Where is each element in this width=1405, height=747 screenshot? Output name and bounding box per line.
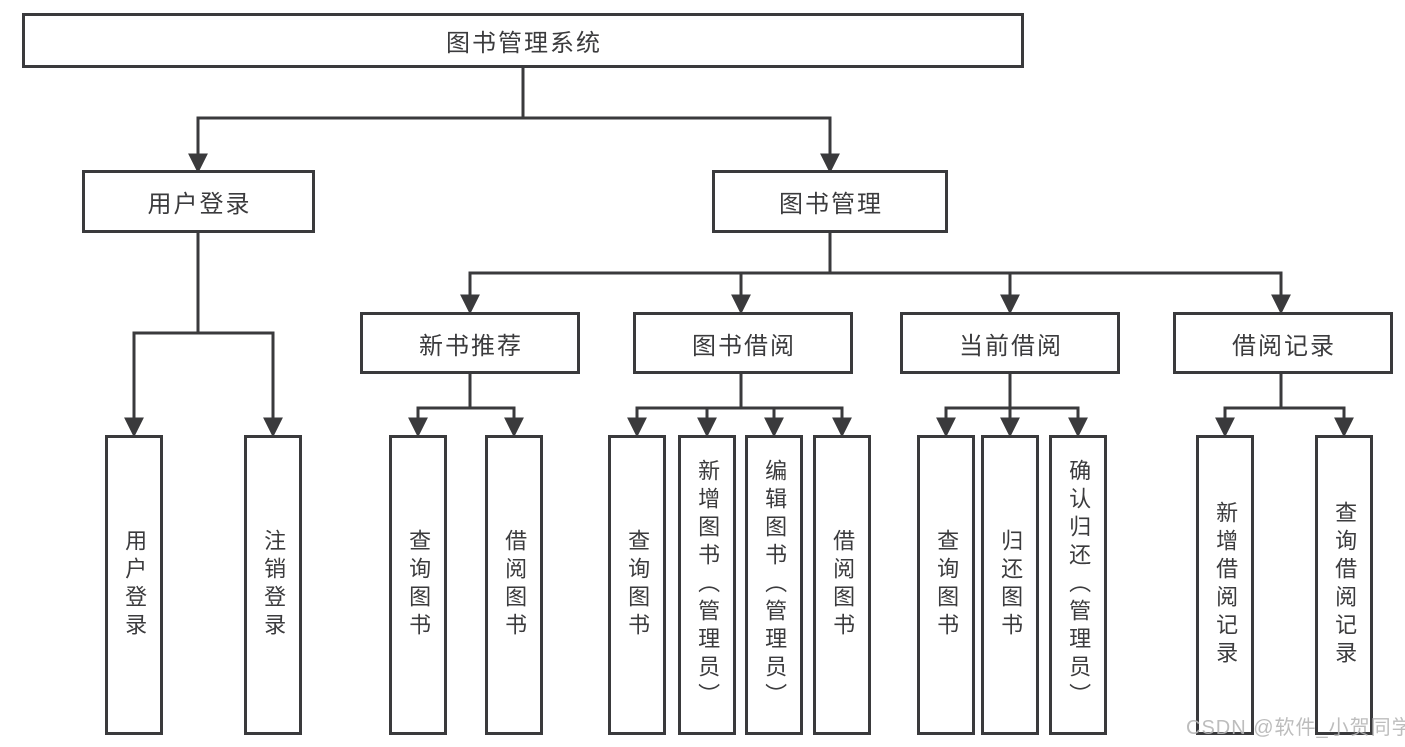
node-label: 借阅图书 (830, 529, 856, 641)
node-record-query-borrow-record: 查询借阅记录 (1315, 435, 1373, 735)
node-label: 确认归还（管理员） (1066, 459, 1092, 711)
node-label: 注销登录 (261, 529, 287, 641)
node-label: 编辑图书（管理员） (762, 459, 788, 711)
node-borrow-query-book: 查询图书 (608, 435, 666, 735)
node-label: 借阅图书 (502, 529, 528, 641)
node-label: 当前借阅 (959, 332, 1063, 360)
node-recommend-borrow-book: 借阅图书 (485, 435, 543, 735)
node-record-add-borrow-record: 新增借阅记录 (1196, 435, 1254, 735)
node-user-login: 用户登录 (82, 170, 315, 233)
node-borrow-add-book-admin: 新增图书（管理员） (678, 435, 736, 735)
node-borrow-edit-book-admin: 编辑图书（管理员） (745, 435, 803, 735)
csdn-watermark: CSDN @软件_小贺同学 (1186, 717, 1405, 739)
node-book-management: 图书管理 (712, 170, 948, 233)
node-logout-action: 注销登录 (244, 435, 302, 735)
node-label: 查询图书 (625, 529, 651, 641)
node-book-borrowing: 图书借阅 (633, 312, 853, 374)
node-label: 查询借阅记录 (1332, 501, 1358, 669)
node-recommend-query-book: 查询图书 (389, 435, 447, 735)
node-borrow-borrow-book: 借阅图书 (813, 435, 871, 735)
node-current-confirm-return-admin: 确认归还（管理员） (1049, 435, 1107, 735)
node-label: 图书管理 (779, 191, 883, 218)
node-label: 图书借阅 (692, 332, 796, 360)
node-label: 查询图书 (406, 529, 432, 641)
node-label: 用户登录 (147, 191, 252, 218)
node-label: 归还图书 (998, 529, 1024, 641)
node-label: 用户登录 (122, 529, 148, 641)
node-current-return-book: 归还图书 (981, 435, 1039, 735)
node-current-query-book: 查询图书 (917, 435, 975, 735)
node-label: 新增图书（管理员） (695, 459, 721, 711)
node-borrowing-records: 借阅记录 (1173, 312, 1393, 374)
node-new-book-recommend: 新书推荐 (360, 312, 580, 374)
node-user-login-action: 用户登录 (105, 435, 163, 735)
node-label: 新书推荐 (419, 332, 523, 360)
node-root-library-system: 图书管理系统 (22, 13, 1024, 68)
node-label: 借阅记录 (1232, 332, 1336, 360)
node-label: 新增借阅记录 (1213, 501, 1239, 669)
node-label: 图书管理系统 (446, 30, 602, 57)
node-current-borrowing: 当前借阅 (900, 312, 1120, 374)
node-label: 查询图书 (934, 529, 960, 641)
